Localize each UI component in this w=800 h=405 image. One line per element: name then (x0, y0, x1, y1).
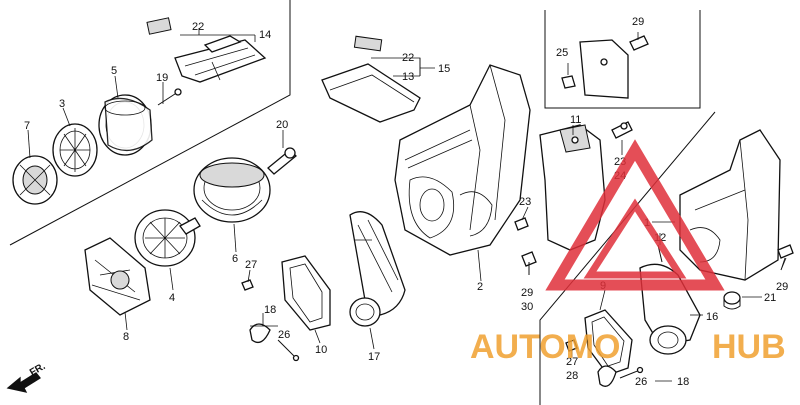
part-7-plate (12, 155, 58, 205)
callout-28: 28 (566, 370, 578, 382)
callout-3: 3 (59, 98, 65, 110)
part-23-bolt-right (611, 121, 633, 139)
callout-26b: 26 (635, 376, 647, 388)
part-27-nut-bottom (565, 339, 578, 352)
part-10-gasket (281, 255, 331, 331)
part-9-gasket (584, 309, 633, 376)
part-29-bolt-right (777, 244, 794, 259)
callout-22b: 22 (402, 52, 414, 64)
part-2-air-box (394, 64, 531, 256)
part-17-duct (349, 211, 406, 327)
callout-14: 14 (259, 29, 271, 41)
callout-17: 17 (368, 351, 380, 363)
part-23-bolt-center (514, 217, 529, 231)
callout-30: 30 (521, 301, 533, 313)
watermark-text-left: AUTOMO (470, 328, 620, 366)
callout-6: 6 (232, 253, 238, 265)
callout-18b: 18 (677, 376, 689, 388)
watermark-inner-triangle-icon (583, 198, 687, 279)
callout-21: 21 (764, 292, 776, 304)
callout-11: 11 (570, 114, 581, 126)
callout-15: 15 (438, 63, 450, 75)
leader-lines (27, 28, 787, 382)
callout-16: 16 (706, 311, 718, 323)
watermark: AUTOMO HUB (470, 139, 786, 366)
part-18-clamp-bottom (597, 365, 644, 387)
part-1-right-cover (679, 129, 781, 281)
callout-27a: 27 (245, 259, 257, 271)
callout-2: 2 (477, 281, 483, 293)
part-13-filter-box (321, 35, 421, 123)
callout-13: 13 (402, 71, 414, 83)
part-20-bolt (267, 147, 297, 175)
part-29-bolt-top (629, 35, 649, 51)
front-arrow: FR. (6, 361, 48, 393)
callout-5: 5 (111, 65, 117, 77)
part-27-nut-left (241, 279, 254, 291)
callout-29b: 29 (632, 16, 644, 28)
callout-27b: 27 (566, 356, 578, 368)
watermark-text-right: HUB (712, 328, 786, 366)
part-5-cup (98, 94, 153, 156)
part-3-element (52, 123, 98, 177)
front-arrow-label: FR. (28, 361, 48, 379)
callout-25: 25 (556, 47, 568, 59)
part-6-housing (193, 157, 271, 223)
divider-box-top-right (544, 10, 701, 109)
part-29-nut-center (521, 251, 537, 275)
part-18-clamp (249, 323, 300, 362)
part-21-grommet (723, 291, 741, 310)
part-8-base (84, 237, 151, 316)
callout-22a: 22 (192, 21, 204, 33)
part-4-fan (134, 209, 201, 267)
part-14-bracket (146, 17, 267, 83)
callout-23a: 23 (519, 196, 531, 208)
callout-20: 20 (276, 119, 288, 131)
callout-8: 8 (123, 331, 129, 343)
part-11-cover (539, 124, 606, 251)
watermark-triangle-icon (545, 139, 725, 291)
callout-26a: 26 (278, 329, 290, 341)
part-19-screw (157, 88, 182, 106)
callout-29c: 29 (776, 281, 788, 293)
part-25-bracket (561, 39, 629, 99)
callout-18a: 18 (264, 304, 276, 316)
callout-10: 10 (315, 344, 327, 356)
callout-4: 4 (169, 292, 175, 304)
divider-line-left (9, 0, 291, 246)
callout-29a: 29 (521, 287, 533, 299)
callout-7: 7 (24, 120, 30, 132)
callout-19: 19 (156, 72, 168, 84)
